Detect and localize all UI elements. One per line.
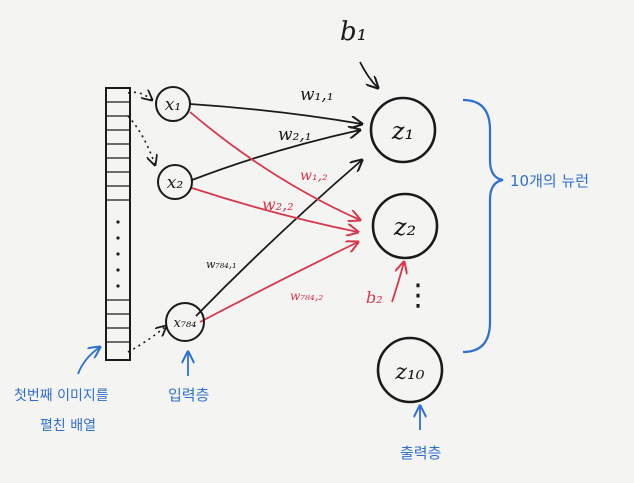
weight-label-w22: w₂,₂ bbox=[262, 195, 294, 214]
output-label-z1: z₁ bbox=[391, 117, 414, 145]
bias-b1-label: b₁ bbox=[340, 17, 367, 47]
weight-label-w784-1: w₇₈₄,₁ bbox=[206, 258, 237, 271]
weight-label-w11: w₁,₁ bbox=[300, 85, 334, 105]
weight-label-w12: w₁,₂ bbox=[300, 168, 328, 184]
output-label-z2: z₂ bbox=[393, 213, 416, 241]
input-node-x1 bbox=[155, 86, 191, 122]
output-node-z1 bbox=[369, 96, 437, 164]
bias-b1-arrow bbox=[359, 61, 378, 88]
input-layer-note: 입력층 bbox=[168, 386, 209, 404]
input-label-x1: x₁ bbox=[165, 95, 181, 115]
input-node-x784 bbox=[165, 302, 205, 342]
red-connections bbox=[189, 111, 360, 323]
bias-b2-label: b₂ bbox=[366, 288, 383, 307]
weight-label-w21: w₂,₁ bbox=[278, 125, 312, 145]
input-label-x2: x₂ bbox=[167, 173, 184, 193]
weight-label-w784-2: w₇₈₄,₂ bbox=[290, 289, 324, 303]
input-node-x2 bbox=[157, 164, 193, 200]
array-note-arrow bbox=[77, 347, 100, 375]
array-note-line1: 첫번째 이미지를 bbox=[14, 388, 109, 404]
output-node-z2 bbox=[371, 192, 439, 260]
output-layer-note: 출력층 bbox=[400, 444, 441, 462]
neuron-count-note: 10개의 뉴런 bbox=[510, 172, 589, 190]
input-label-x784: x₇₈₄ bbox=[174, 316, 197, 331]
output-node-z10 bbox=[376, 336, 444, 404]
array-to-input-arrows bbox=[127, 92, 166, 353]
black-connections bbox=[189, 103, 362, 317]
output-ellipsis: ⋮ bbox=[403, 278, 433, 313]
bias-b2-arrow bbox=[391, 262, 404, 303]
output-brace bbox=[462, 98, 504, 354]
flattened-array bbox=[105, 87, 131, 361]
output-label-z10: z₁₀ bbox=[394, 360, 424, 385]
array-note-line2: 펼친 배열 bbox=[40, 418, 96, 434]
